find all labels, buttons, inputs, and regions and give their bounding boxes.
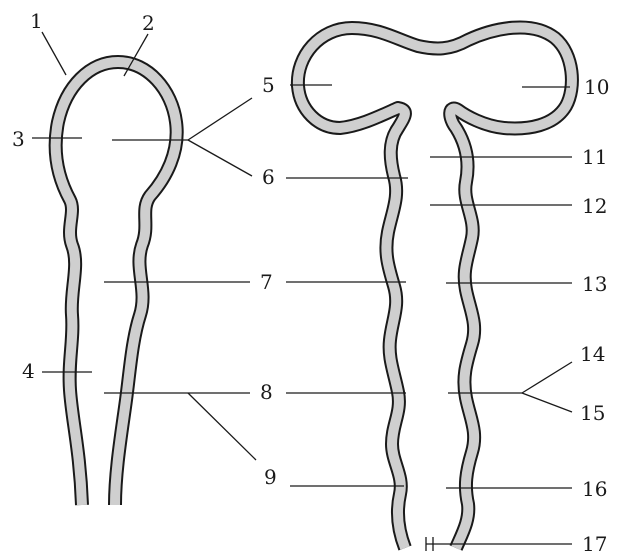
label-5: 5 xyxy=(262,73,275,97)
label-16: 16 xyxy=(582,477,607,501)
leader-9 xyxy=(188,393,256,460)
label-17: 17 xyxy=(582,532,607,556)
leader-15 xyxy=(522,393,572,412)
label-15: 15 xyxy=(580,401,605,425)
right-tube-wall-fill xyxy=(298,27,572,548)
label-7: 7 xyxy=(260,270,273,294)
label-14: 14 xyxy=(580,342,605,366)
label-9: 9 xyxy=(264,465,277,489)
label-3: 3 xyxy=(12,127,25,151)
label-2: 2 xyxy=(142,11,155,35)
right-tube-wall-outline xyxy=(298,27,572,548)
leader-5b xyxy=(188,98,252,140)
label-1: 1 xyxy=(30,9,43,33)
leader-6 xyxy=(188,140,252,176)
label-11: 11 xyxy=(582,145,607,169)
label-6: 6 xyxy=(262,165,275,189)
label-10: 10 xyxy=(584,75,609,99)
label-8: 8 xyxy=(260,380,273,404)
leader-14 xyxy=(522,362,572,393)
leader-1 xyxy=(42,32,66,75)
left-tube-wall-fill xyxy=(56,62,177,505)
label-13: 13 xyxy=(582,272,607,296)
label-4: 4 xyxy=(22,359,35,383)
right-neural-tube xyxy=(298,27,572,548)
label-12: 12 xyxy=(582,194,607,218)
left-neural-tube xyxy=(56,62,177,505)
